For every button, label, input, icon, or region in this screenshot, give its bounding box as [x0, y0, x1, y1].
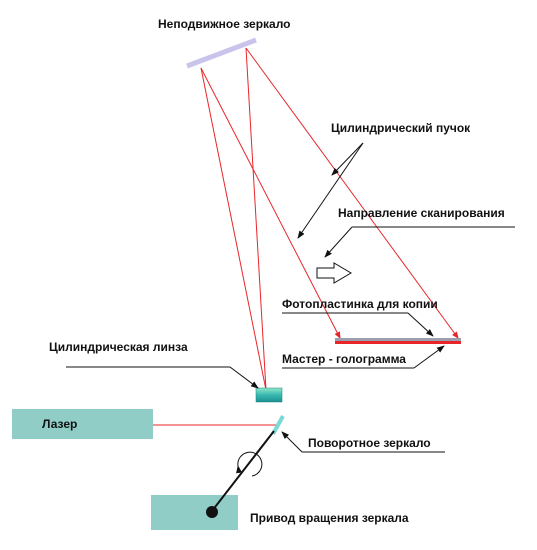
- laser-box: [12, 409, 153, 439]
- copy-plate-label: Фотопластинка для копии: [282, 297, 438, 311]
- drive-shaft: [211, 430, 275, 512]
- mirror-drive-box: [151, 495, 238, 530]
- master-hologram-label: Мастер - голограмма: [282, 352, 406, 366]
- laser-label: Лазер: [42, 417, 78, 431]
- turning-mirror-label: Поворотное зеркало: [308, 436, 431, 450]
- beam-down-right: [245, 47, 459, 339]
- drive-pivot: [206, 506, 218, 518]
- master-hologram-plate: [335, 341, 461, 344]
- copy-plate: [335, 338, 461, 341]
- beam-up-left: [200, 67, 267, 391]
- cylindrical-lens-label: Цилиндрическая линза: [49, 340, 188, 354]
- scan-direction-arrow-icon: [316, 262, 352, 284]
- cylindrical-beam-label: Цилиндрический пучок: [331, 121, 471, 135]
- turning-mirror: [271, 415, 285, 435]
- scan-direction-label: Направление сканирования: [338, 206, 505, 220]
- rotation-arrow-icon: [236, 451, 263, 477]
- cylindrical-lens: [255, 387, 283, 403]
- fixed-mirror: [186, 37, 257, 69]
- beam-down-left: [200, 67, 341, 339]
- mirror-drive-label: Привод вращения зеркала: [250, 511, 409, 525]
- fixed-mirror-label: Неподвижное зеркало: [158, 17, 291, 31]
- beam-up-right: [245, 47, 267, 391]
